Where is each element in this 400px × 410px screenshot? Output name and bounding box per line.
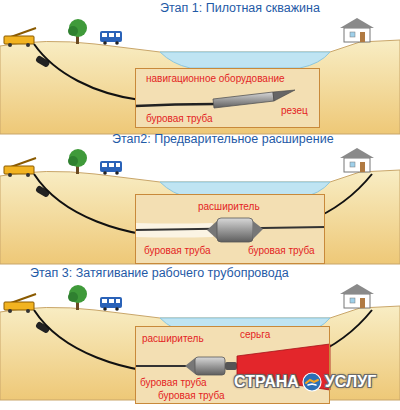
- part-label: резец: [281, 105, 308, 117]
- part-label: серьга: [240, 329, 270, 341]
- reamer: [217, 218, 253, 242]
- stage-3-scene: [0, 284, 400, 400]
- navigation-tube: [213, 92, 274, 108]
- inset-2-drawing: [135, 194, 325, 264]
- reamer-cone: [185, 358, 195, 374]
- part-label: расширитель: [142, 333, 204, 345]
- stage-2-scene: [0, 148, 400, 264]
- reamer: [195, 357, 225, 375]
- part-label: буровая труба: [144, 245, 211, 257]
- inset-3-drawing: [135, 326, 330, 404]
- inset-box: расширитель серьга буровая трубабуровая тр…: [135, 326, 330, 404]
- inset-ground: [135, 326, 330, 404]
- reamer-cone: [207, 221, 217, 239]
- shackle: [225, 362, 237, 370]
- inset-box: расширитель буровая труба буровая труба: [135, 194, 325, 264]
- reamer-cone: [253, 221, 263, 239]
- inset-ground: [135, 68, 320, 128]
- cutter-head: [273, 90, 295, 101]
- stage-heading: Этап 1: Пилотная скважина: [160, 1, 320, 16]
- stage-heading: Этап2: Предварительное расширение: [112, 132, 334, 147]
- watermark-text: УСЛУГ: [325, 372, 376, 392]
- stage-heading: Этап 3: Затягивание рабочего трубопровод…: [30, 266, 289, 281]
- inset-1-drawing: [135, 68, 320, 128]
- inset-ground: [135, 194, 325, 264]
- inset-box: навигационное оборудование буровая труба р…: [135, 68, 320, 128]
- drill-pipe: [135, 365, 187, 367]
- part-label: буровая труба: [140, 377, 207, 389]
- watermark-text: СТРАНА: [234, 372, 299, 392]
- handshake-icon: [302, 372, 322, 392]
- watermark: СТРАНА УСЛУГ: [234, 372, 376, 392]
- stage-1-scene: [0, 18, 400, 134]
- part-label: расширитель: [198, 201, 260, 213]
- part-label: навигационное оборудование: [146, 73, 285, 85]
- part-label: буровая труба: [146, 113, 213, 125]
- part-label: буровая труба: [158, 390, 225, 402]
- part-label: буровая труба: [248, 245, 315, 257]
- pilot-bore: [34, 44, 140, 100]
- drill-pipe: [135, 104, 215, 106]
